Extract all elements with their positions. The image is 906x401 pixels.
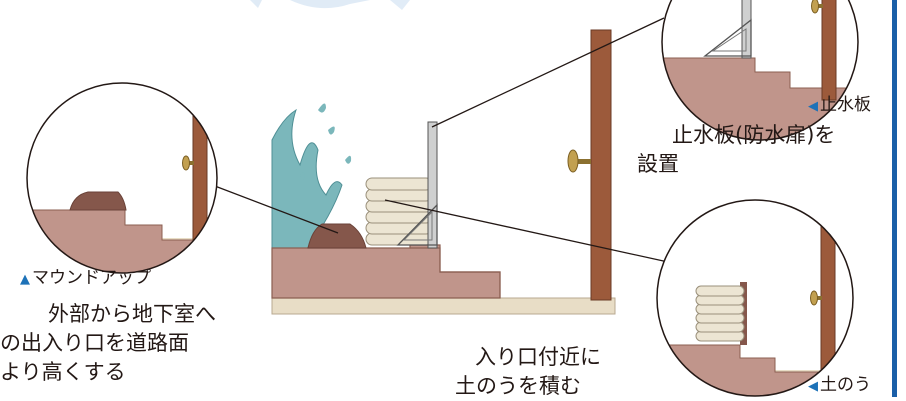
mound-desc-line3: より高くする <box>0 360 126 384</box>
door <box>590 29 612 301</box>
main-scene <box>271 29 616 315</box>
right-edge-bar <box>892 0 897 397</box>
sandbag-desc-line2: 土のうを積む <box>455 374 581 398</box>
ground-strip <box>271 297 616 315</box>
mound-shape <box>307 223 367 249</box>
triangle-left-icon: ◀ <box>808 379 818 394</box>
barrier-detail-circle <box>661 0 859 141</box>
mound-detail-circle <box>26 82 218 274</box>
triangle-up-icon: ▲ <box>20 272 30 287</box>
door-knob <box>567 149 591 173</box>
sandbag-caption: ◀土のう <box>808 375 871 395</box>
triangle-left-icon: ◀ <box>808 99 818 114</box>
shisuiban-desc-line1: 止水板(防水扉)を <box>672 123 836 147</box>
mound-caption: ▲マウンドアップ <box>20 268 151 288</box>
sandbag-stack <box>365 177 433 246</box>
shisuiban-desc-line2: 設置 <box>637 152 679 176</box>
mound-desc-line1: 外部から地下室へ <box>48 302 216 326</box>
mound-desc-line2: の出入り口を道路面 <box>0 331 189 355</box>
top-scenery <box>250 0 410 10</box>
water-barrier <box>396 121 438 249</box>
pointer-lines <box>206 17 669 263</box>
sandbag-desc-line1: 入り口付近に <box>475 345 601 369</box>
shisuiban-caption: ◀止水板 <box>808 95 871 115</box>
sandbag-detail-circle <box>656 199 854 397</box>
